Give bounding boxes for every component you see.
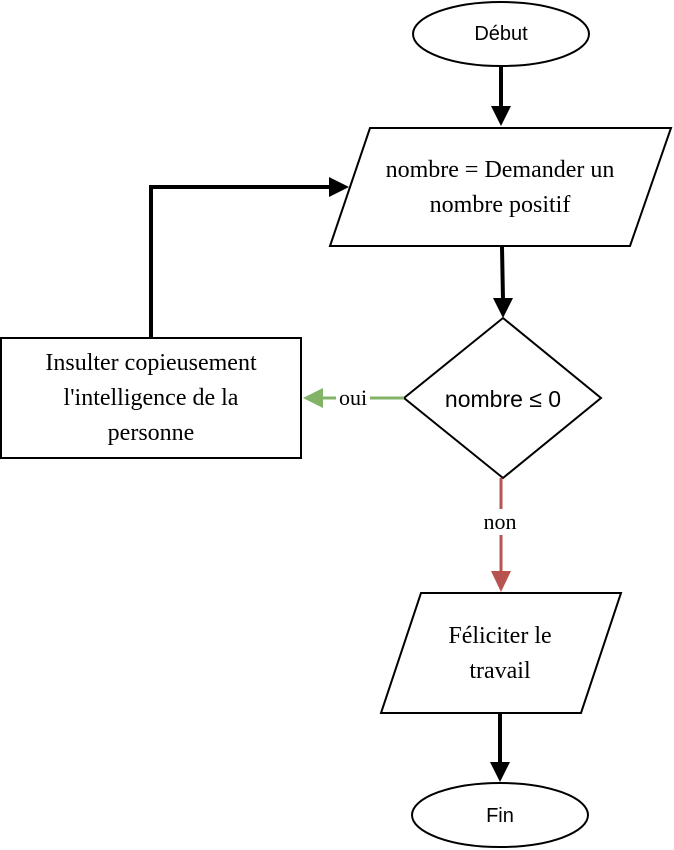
arrow-loop-back [149, 177, 349, 338]
arrow-no-branch: non [476, 478, 524, 592]
congrats-node: Féliciter le travail [379, 592, 623, 714]
no-branch-label: non [484, 509, 517, 534]
end-label: Fin [486, 805, 514, 827]
congrats-label-line1: Féliciter le [448, 623, 551, 649]
insult-label-line2: l'intelligence de la [64, 385, 239, 411]
insult-label-line1: Insulter copieusement [45, 350, 257, 376]
arrow-ask-to-check [493, 246, 513, 318]
insult-label-line3: personne [108, 420, 195, 446]
ask-number-label-line1: nombre = Demander un [386, 157, 615, 183]
ask-number-label-line2: nombre positif [430, 192, 571, 218]
ask-number-node: nombre = Demander un nombre positif [328, 127, 673, 247]
start-label: Début [474, 23, 528, 45]
arrow-congrats-to-end [490, 714, 510, 782]
arrow-start-to-ask [491, 66, 511, 126]
check-decision-node: nombre ≤ 0 [402, 316, 603, 480]
start-node: Début [412, 1, 590, 67]
yes-branch-label: oui [339, 385, 367, 410]
congrats-label-line2: travail [469, 658, 531, 684]
check-decision-label: nombre ≤ 0 [445, 386, 561, 412]
insult-process-node: Insulter copieusement l'intelligence de … [0, 337, 302, 459]
end-node: Fin [411, 782, 589, 848]
arrow-yes-branch: oui [303, 385, 404, 410]
